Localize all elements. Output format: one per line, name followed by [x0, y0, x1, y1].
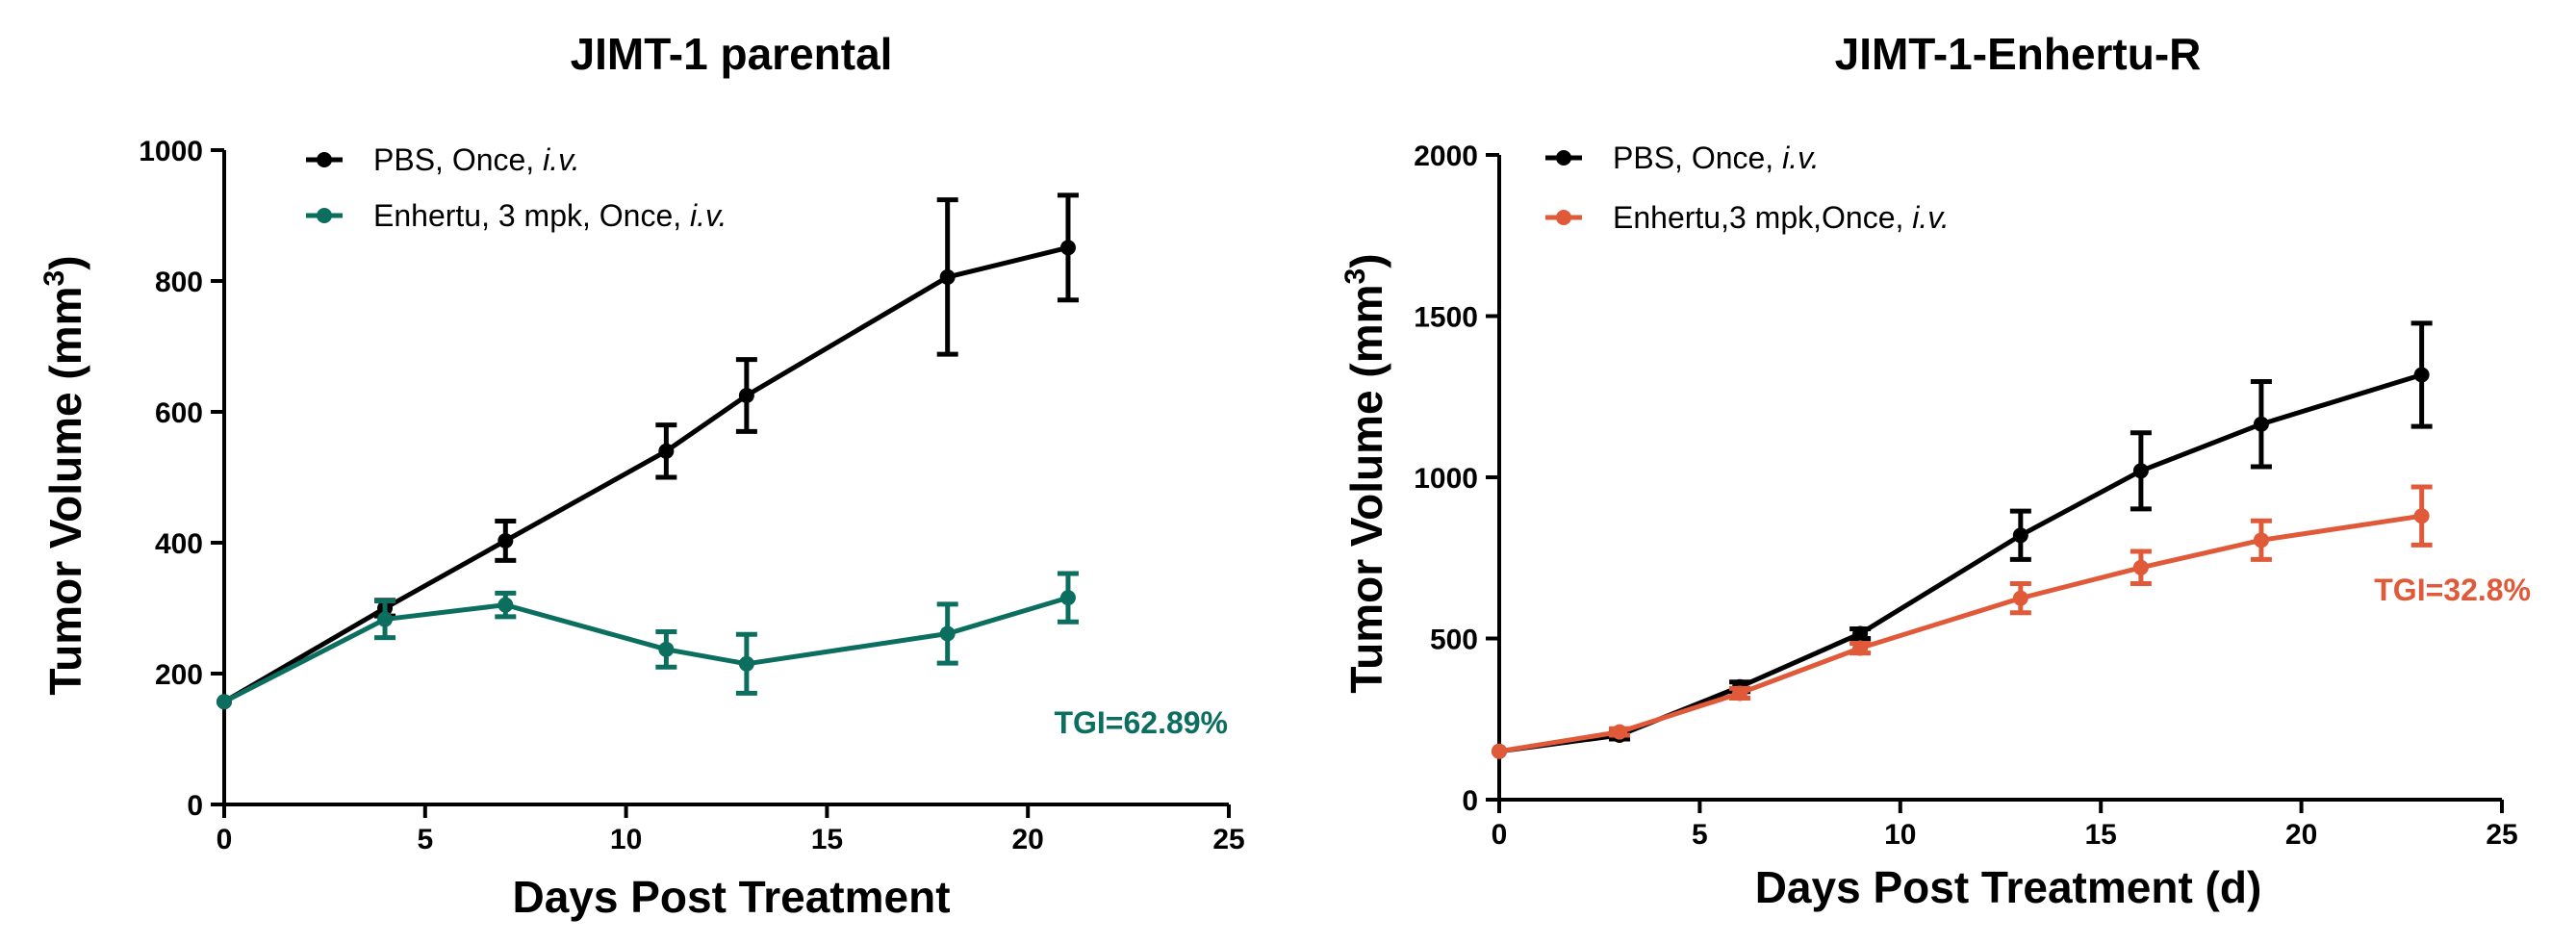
- data-point: [497, 532, 514, 549]
- data-point: [1852, 640, 1869, 656]
- legend-swatch-marker: [317, 152, 332, 167]
- y-tick-label: 1500: [1414, 302, 1478, 334]
- legend-label-text: PBS, Once,: [373, 142, 543, 177]
- series-0: [1492, 320, 2433, 759]
- x-axis-title: Days Post Treatment (d): [1755, 862, 2262, 912]
- data-point: [2413, 367, 2430, 383]
- legend-label: PBS, Once, i.v.: [373, 142, 580, 177]
- x-tick-label: 0: [217, 824, 233, 855]
- legend: PBS, Once, i.v. Enhertu,3 mpk,Once, i.v.: [1545, 140, 1950, 235]
- x-tick-label: 5: [417, 824, 433, 855]
- data-point: [658, 443, 675, 459]
- chart-jimt1-enhertu-r: JIMT-1-Enhertu-R Days Post Treatment (d)…: [1339, 29, 2531, 912]
- y-tick-label: 1000: [139, 136, 203, 167]
- data-point: [738, 655, 754, 672]
- data-point: [2012, 527, 2028, 544]
- series-line: [222, 595, 1069, 704]
- data-point: [939, 625, 956, 642]
- chart-title: JIMT-1 parental: [571, 29, 893, 79]
- legend-item-pbs: PBS, Once, i.v.: [306, 142, 580, 177]
- legend-item-pbs: PBS, Once, i.v.: [1545, 140, 1820, 175]
- y-tick-label: 1000: [1414, 463, 1478, 495]
- data-point: [377, 611, 394, 627]
- chart-title: JIMT-1-Enhertu-R: [1835, 29, 2202, 79]
- y-tick-label: 200: [155, 659, 203, 691]
- x-tick-label: 15: [811, 824, 843, 855]
- data-point: [2012, 590, 2028, 606]
- legend-label: Enhertu, 3 mpk, Once, i.v.: [373, 198, 727, 233]
- x-tick-label: 0: [1492, 819, 1508, 851]
- legend-label-text: Enhertu,3 mpk,Once,: [1613, 200, 1912, 235]
- data-point: [2132, 463, 2149, 479]
- tgi-annotation: TGI=32.8%: [2374, 573, 2531, 607]
- data-point: [1732, 685, 1748, 702]
- y-tick-label: 500: [1430, 625, 1478, 656]
- legend-label: PBS, Once, i.v.: [1613, 140, 1820, 175]
- x-tick-label: 10: [1884, 819, 1916, 851]
- y-tick-label: 400: [155, 528, 203, 560]
- legend-swatch-marker: [1556, 150, 1571, 166]
- x-tick-label: 15: [2085, 819, 2117, 851]
- legend-item-enhertu: Enhertu,3 mpk,Once, i.v.: [1545, 200, 1950, 235]
- y-tick-label: 600: [155, 397, 203, 429]
- legend: PBS, Once, i.v. Enhertu, 3 mpk, Once, i.…: [306, 142, 727, 233]
- x-tick-label: 25: [2486, 819, 2517, 851]
- series-line: [1498, 372, 2423, 754]
- legend-item-enhertu: Enhertu, 3 mpk, Once, i.v.: [306, 198, 727, 233]
- legend-label-text: PBS, Once,: [1613, 140, 1782, 175]
- y-axis-title-text: Tumor Volume (mm: [1341, 284, 1391, 693]
- legend-label-italic: i.v.: [543, 142, 580, 177]
- data-point: [1612, 724, 1628, 740]
- legend-label-italic: i.v.: [1912, 200, 1950, 235]
- data-point: [1059, 240, 1076, 256]
- legend-label-italic: i.v.: [690, 198, 727, 233]
- data-point: [217, 694, 232, 710]
- data-point: [738, 388, 754, 403]
- data-point: [497, 597, 514, 613]
- legend-swatch-marker: [1556, 210, 1571, 225]
- y-axis-title-text: Tumor Volume (mm: [40, 286, 90, 695]
- data-point: [2253, 532, 2269, 549]
- x-tick-label: 25: [1212, 824, 1244, 855]
- y-tick-label: 2000: [1414, 140, 1478, 172]
- x-tick-label: 20: [1012, 824, 1044, 855]
- legend-label-text: Enhertu, 3 mpk, Once,: [373, 198, 690, 233]
- y-axis-title-superscript: 3: [1339, 268, 1371, 285]
- tgi-annotation: TGI=62.89%: [1054, 705, 1228, 740]
- y-axis-title-close: ): [1341, 253, 1391, 268]
- data-point: [1492, 743, 1507, 759]
- y-tick-label: 0: [1462, 785, 1478, 817]
- data-point: [1852, 625, 1869, 642]
- data-point: [2253, 416, 2269, 432]
- data-point: [2132, 559, 2149, 575]
- y-axis-title: Tumor Volume (mm3): [38, 255, 90, 695]
- series-1: [217, 571, 1079, 710]
- y-axis-title-close: ): [40, 255, 90, 269]
- y-tick-label: 800: [155, 267, 203, 298]
- data-point: [1059, 590, 1076, 606]
- series-line: [1498, 513, 2423, 754]
- y-axis-title: Tumor Volume (mm3): [1339, 253, 1391, 693]
- legend-swatch-marker: [317, 208, 332, 223]
- series-1: [1492, 484, 2433, 759]
- x-axis-title: Days Post Treatment: [512, 872, 950, 922]
- y-axis-title-superscript: 3: [38, 270, 70, 287]
- x-tick-label: 5: [1692, 819, 1708, 851]
- x-tick-label: 10: [610, 824, 642, 855]
- x-tick-label: 20: [2285, 819, 2317, 851]
- legend-label-italic: i.v.: [1782, 140, 1820, 175]
- legend-label: Enhertu,3 mpk,Once, i.v.: [1613, 200, 1950, 235]
- data-point: [2413, 508, 2430, 524]
- data-point: [658, 641, 675, 657]
- chart-jimt1-parental: JIMT-1 parental Days Post Treatment Tumo…: [38, 29, 1245, 922]
- y-tick-label: 0: [187, 790, 203, 822]
- data-point: [939, 268, 956, 285]
